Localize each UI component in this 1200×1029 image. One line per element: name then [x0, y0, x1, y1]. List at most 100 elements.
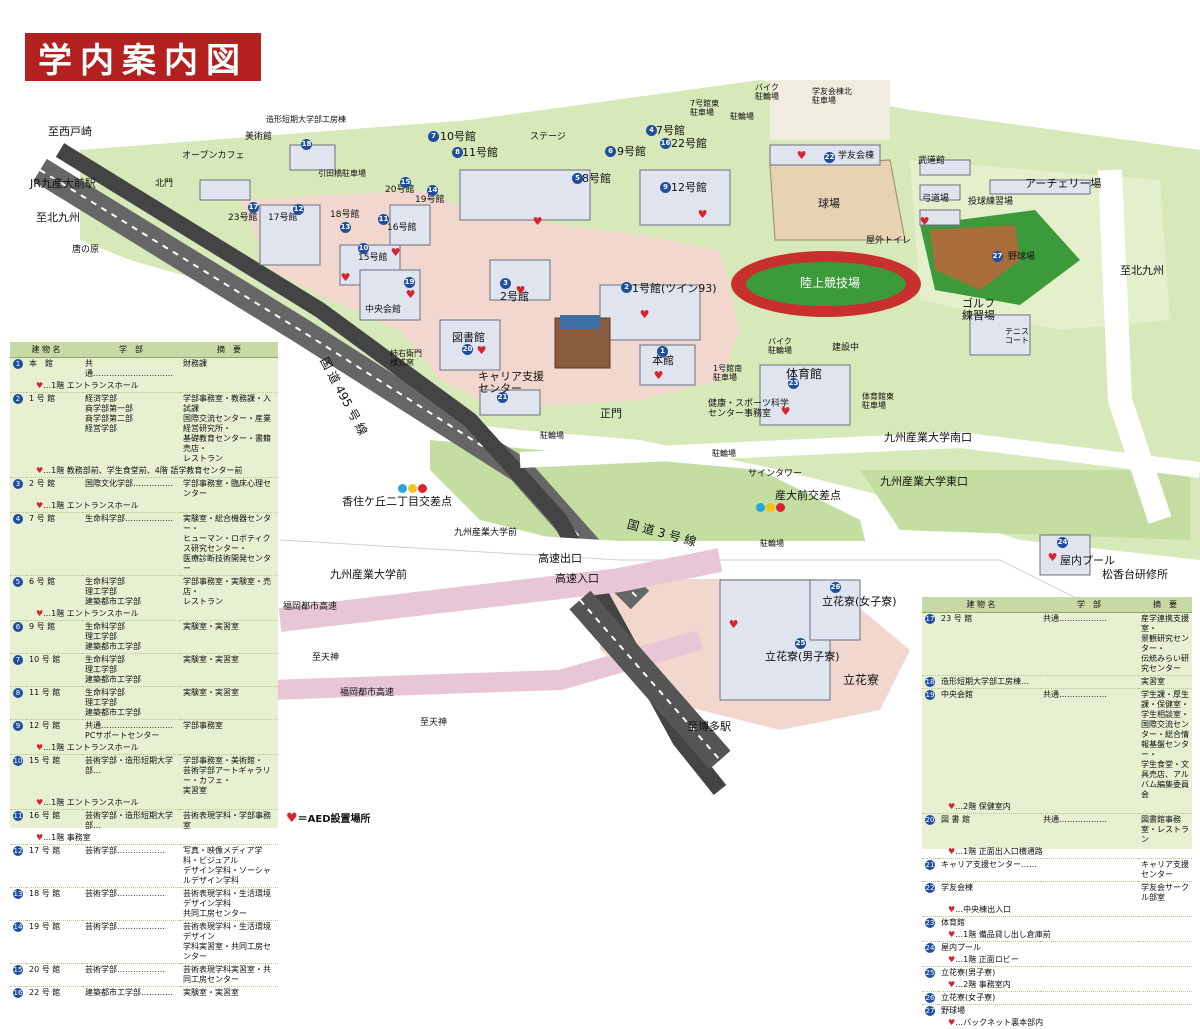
- legend-number-badge: 25: [925, 968, 935, 978]
- legend-number-badge: 13: [13, 889, 23, 899]
- building-pin-19[interactable]: 19: [404, 277, 415, 288]
- legend-aed-text: …1階 エントランスホール: [43, 798, 139, 807]
- building-pin-9[interactable]: 9: [660, 182, 671, 193]
- building-pin-24[interactable]: 24: [1057, 537, 1068, 548]
- label-b1-parking: 1号館南 駐車場: [713, 364, 743, 382]
- aed-key-label: ＝AED設置場所: [297, 814, 371, 825]
- aed-heart-icon: ♥: [476, 344, 487, 357]
- legend-department: [1040, 675, 1138, 689]
- legend-number-badge: 16: [13, 988, 23, 998]
- legend-description: 財務課: [180, 357, 278, 380]
- building-pin-2[interactable]: 2: [621, 282, 632, 293]
- aed-heart-icon: ♥: [36, 381, 44, 390]
- legend-aed-note: ♥…1階 正面出入口横通路: [922, 846, 1192, 859]
- legend-number-badge: 18: [925, 677, 935, 687]
- legend-building-name: 6 号 館: [26, 575, 82, 608]
- building-pin-27[interactable]: 27: [992, 251, 1003, 262]
- legend-number-badge: 23: [925, 918, 935, 928]
- legend-department: 経済学部 商学部第一部 商学部第二部 経営学部: [82, 392, 180, 465]
- building-pin-26[interactable]: 26: [830, 582, 841, 593]
- legend-aed-text: …バックネット裏本部内: [955, 1018, 1044, 1027]
- building-pin-25[interactable]: 25: [795, 638, 806, 649]
- label-b7-parking: 7号館東 駐車場: [690, 99, 720, 117]
- legend-department: 生命科学部 理工学部 建築都市工学部: [82, 653, 180, 687]
- building-pin-10[interactable]: 10: [358, 243, 369, 254]
- legend-number-badge: 4: [13, 514, 23, 524]
- legend-aed-note: ♥…1階 エントランスホール: [10, 797, 278, 810]
- label-golf: ゴルフ 練習場: [962, 297, 995, 323]
- label-tachibana: 立花寮: [843, 673, 880, 687]
- building-pin-11[interactable]: 11: [378, 214, 389, 225]
- legend-aed-note: ♥…1階 教務部前、学生食堂前、4階 語学教育センター前: [10, 465, 278, 478]
- label-health-center: 健康・スポーツ科学 センター事務室: [708, 399, 789, 419]
- legend-description: 芸術表現学科・生活環境デザイン 学科実習室・共同工房センター: [180, 920, 278, 964]
- legend-aed-text: …1階 エントランスホール: [43, 609, 139, 618]
- building-pin-22[interactable]: 22: [824, 152, 835, 163]
- building-pin-16[interactable]: 16: [660, 138, 671, 149]
- label-b1-twin: 1号館(ツイン93): [632, 282, 717, 295]
- legend-number-badge: 5: [13, 577, 23, 587]
- building-pin-23[interactable]: 23: [788, 378, 799, 389]
- aed-heart-icon: ♥: [948, 930, 956, 939]
- legend-aed-note: ♥…2階 事務室内: [922, 979, 1192, 992]
- building-pin-15[interactable]: 15: [400, 177, 411, 188]
- label-to-kitakyushu-w: 至北九州: [36, 211, 80, 224]
- building-pin-6[interactable]: 6: [605, 146, 616, 157]
- legend-building-name: 図 書 館: [938, 813, 1040, 846]
- label-stadium: 陸上競技場: [800, 276, 861, 290]
- legend-description: キャリア支援センター: [1138, 858, 1192, 882]
- building-pin-13[interactable]: 13: [340, 222, 351, 233]
- aed-heart-icon: ♥: [405, 288, 416, 301]
- legend-aed-text: …1階 備品貸し出し倉庫前: [955, 930, 1051, 939]
- legend-building-name: 10 号 館: [26, 653, 82, 687]
- label-b9: 9号館: [617, 145, 646, 158]
- legend-number-badge: 24: [925, 943, 935, 953]
- legend-building-name: 本 館: [26, 357, 82, 380]
- label-kyusan-mae-station: 九州産業大学前: [330, 568, 407, 581]
- label-tachibana-m: 立花寮(男子寮): [765, 650, 840, 663]
- label-fukuoka-exp: 福岡都市高速: [283, 602, 338, 612]
- legend-building-name: 18 号 館: [26, 887, 82, 921]
- building-pin-14[interactable]: 14: [427, 185, 438, 196]
- legend-number-badge: 9: [13, 721, 23, 731]
- label-open-cafe: オープンカフェ: [182, 151, 245, 161]
- legend-building-name: 9 号 館: [26, 620, 82, 654]
- building-pin-17[interactable]: 17: [248, 202, 259, 213]
- traffic-signal-icon: [398, 484, 407, 493]
- building-pin-5[interactable]: 5: [572, 173, 583, 184]
- building-pin-18[interactable]: 18: [301, 139, 312, 150]
- legend-building-name: 22 号 館: [26, 986, 82, 999]
- label-b19: 19号館: [415, 195, 445, 205]
- legend-description: 実習室: [1138, 675, 1192, 689]
- label-to-nishitojaki: 至西戸崎: [48, 125, 92, 138]
- legend-left-header-dept: 学 部: [82, 342, 180, 358]
- label-jr-station: JR九産大前駅: [30, 177, 96, 190]
- label-hikide-parking: 引田橋駐車場: [318, 169, 366, 178]
- building-pin-4[interactable]: 4: [646, 125, 657, 136]
- building-pin-3[interactable]: 3: [500, 278, 511, 289]
- legend-description: 学友会サークル部室: [1138, 881, 1192, 904]
- building-pin-21[interactable]: 21: [497, 392, 508, 403]
- building-pin-8[interactable]: 8: [452, 147, 463, 158]
- aed-key: ♥＝AED設置場所: [286, 810, 371, 826]
- building-pin-12[interactable]: 12: [293, 204, 304, 215]
- legend-description: [1138, 941, 1192, 954]
- label-b22: 22号館: [671, 137, 707, 150]
- legend-description: [1138, 991, 1192, 1005]
- building-pin-7[interactable]: 7: [428, 131, 439, 142]
- label-bike-parking-c: バイク 駐輪場: [768, 337, 792, 355]
- label-b11: 11号館: [462, 146, 498, 159]
- building-pin-1[interactable]: 1: [657, 346, 668, 357]
- legend-department: 共通………………: [1040, 612, 1138, 676]
- legend-description: 実験室・実習室: [180, 653, 278, 687]
- legend-building-name: 立花寮(女子寮): [938, 991, 1040, 1005]
- legend-building-name: 20 号 館: [26, 963, 82, 987]
- building-pin-20[interactable]: 20: [462, 344, 473, 355]
